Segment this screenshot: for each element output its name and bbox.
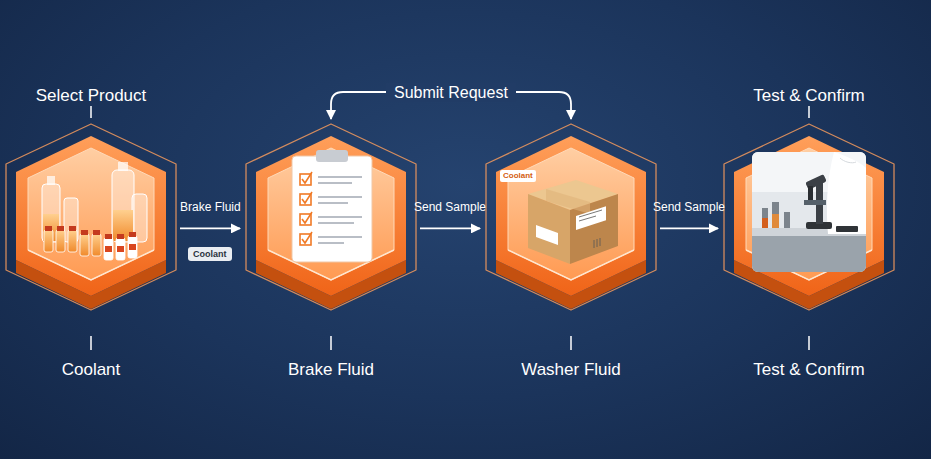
step-heading: Test & Confirm (753, 86, 864, 106)
step-tile: Brake Fluid (244, 122, 418, 312)
lab-photo (752, 152, 866, 272)
hex-tile (6, 124, 176, 310)
tick-lines (91, 106, 809, 350)
hex-tile (486, 124, 656, 310)
edge-label: Send Sample (410, 200, 490, 215)
step-caption: Washer Fluid (521, 360, 621, 380)
step-heading: Select Product (36, 86, 147, 106)
box-tag: Coolant (500, 170, 536, 182)
step-caption: Coolant (62, 360, 121, 380)
edge-label: Send Sample (649, 200, 729, 215)
step-caption: Brake Fluid (288, 360, 374, 380)
product-badge: Coolant (188, 247, 232, 261)
flow-arrow (420, 227, 480, 229)
flow-arrow (180, 227, 240, 229)
hex-tile (724, 124, 894, 310)
bottles-illustration (42, 162, 147, 260)
step-tile: Washer Fluid (484, 122, 658, 312)
flow-arrow (660, 227, 718, 229)
step-caption: Test & Confirm (753, 360, 864, 380)
step-tile: Test & ConfirmTest & Confirm (722, 122, 896, 312)
edge-label: Submit Request (386, 83, 516, 102)
clipboard-illustration (292, 150, 372, 262)
step-tile: Select ProductCoolant (4, 122, 178, 312)
parcel-illustration (528, 180, 618, 264)
edge-label: Brake Fluid (176, 200, 245, 215)
hex-tile (246, 124, 416, 310)
